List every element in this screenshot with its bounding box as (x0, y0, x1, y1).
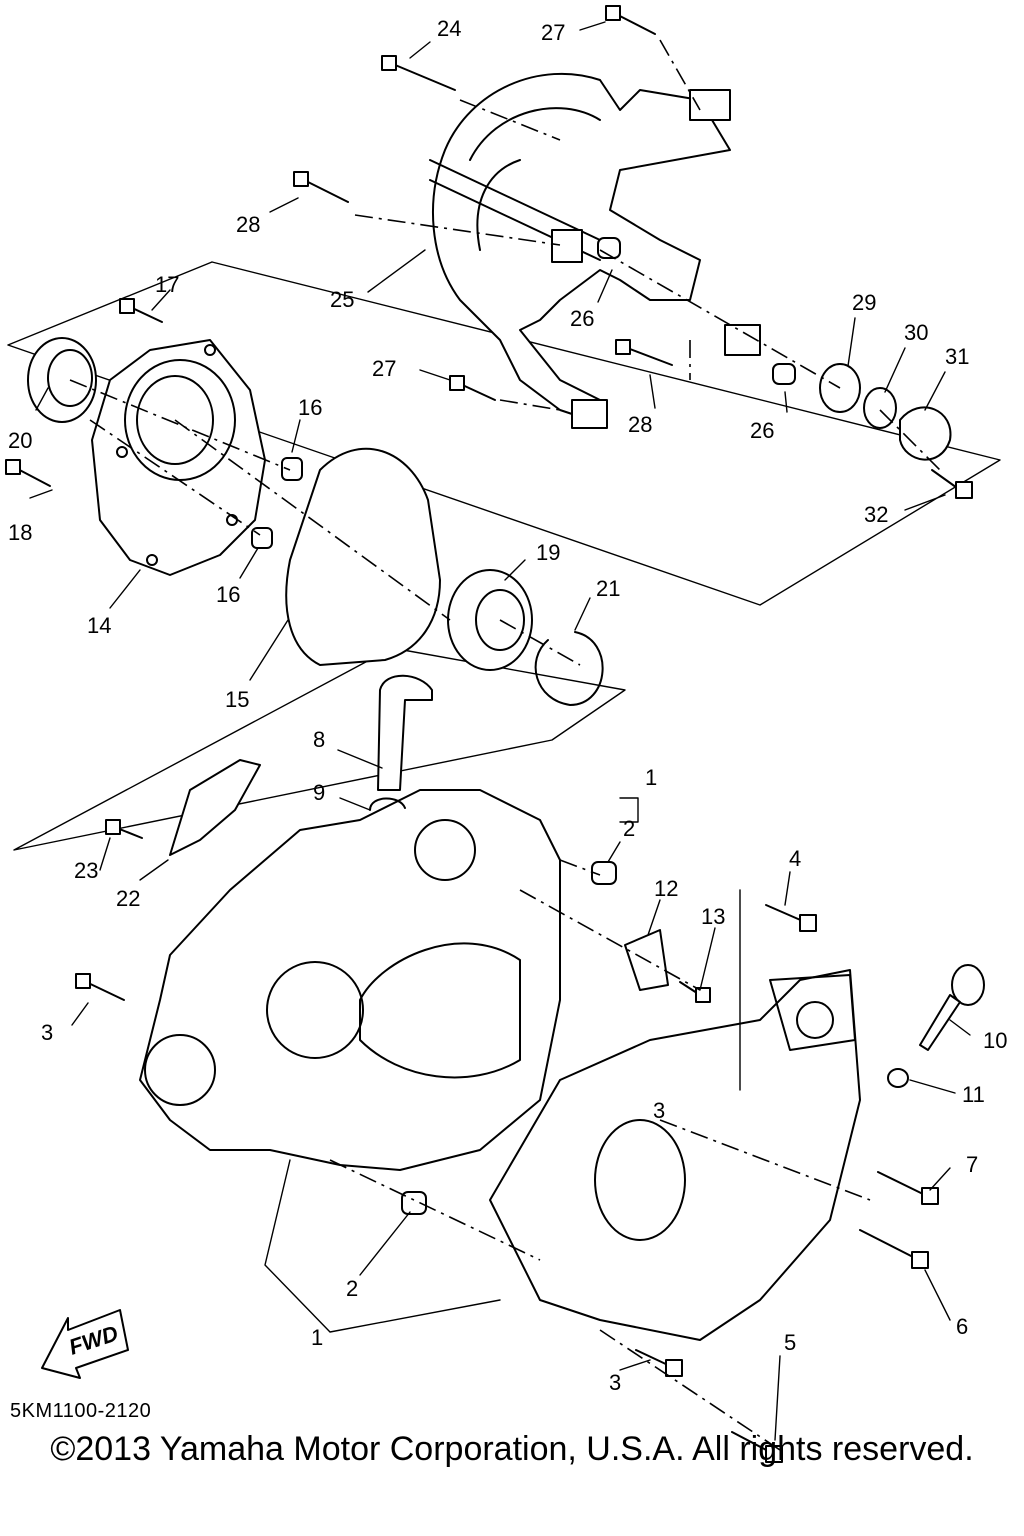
callout-18: 18 (8, 520, 32, 545)
left-crankcase-part (139, 789, 561, 1171)
dowel-26-upper (597, 237, 621, 259)
plate-31-part (899, 406, 952, 461)
callout-21: 21 (596, 576, 620, 601)
callout-2-upper: 2 (623, 816, 635, 841)
callout-2-lower: 2 (346, 1276, 358, 1301)
hose-clip-part (369, 797, 406, 811)
callout-27-upper: 27 (541, 20, 565, 45)
dowel-16-upper (281, 457, 303, 481)
callout-15: 15 (225, 687, 249, 712)
dowel-26-lower (772, 363, 796, 385)
dowel-2-upper (591, 861, 617, 885)
callout-28-lower: 28 (628, 412, 652, 437)
callout-20: 20 (8, 428, 32, 453)
callout-29: 29 (852, 290, 876, 315)
callout-6: 6 (956, 1314, 968, 1339)
callout-3-left: 3 (41, 1020, 53, 1045)
callout-5: 5 (784, 1330, 796, 1355)
callout-27-lower: 27 (372, 356, 396, 381)
callout-31: 31 (945, 344, 969, 369)
callout-10: 10 (983, 1028, 1007, 1053)
alignment-lines (69, 39, 941, 1451)
right-crankcase-part (489, 969, 861, 1341)
breather-hose-part (377, 674, 433, 791)
callout-3-right: 3 (653, 1098, 665, 1123)
callout-13: 13 (701, 904, 725, 929)
oil-seal-part (27, 337, 97, 423)
circlip-part (534, 631, 604, 706)
forward-arrow: FWD (41, 1309, 129, 1379)
callout-17: 17 (155, 272, 179, 297)
callout-9: 9 (313, 780, 325, 805)
leader-lines (29, 21, 971, 1441)
o-ring-part (887, 1068, 909, 1088)
callout-12: 12 (654, 876, 678, 901)
callout-19: 19 (536, 540, 560, 565)
callout-11: 11 (962, 1082, 985, 1107)
callout-3-bottom: 3 (609, 1370, 621, 1395)
dipstick-part (919, 964, 985, 1051)
callout-26-upper: 26 (570, 306, 594, 331)
dowel-2-lower (401, 1191, 427, 1215)
callout-26-lower: 26 (750, 418, 774, 443)
callout-1-upper: 1 (645, 765, 657, 790)
callout-8: 8 (313, 727, 325, 752)
callout-16-upper: 16 (298, 395, 322, 420)
drawing-code: 5KM1100-2120 (10, 1400, 152, 1422)
upper-cover-part (429, 72, 761, 429)
callout-22: 22 (116, 886, 140, 911)
callout-4: 4 (789, 846, 801, 871)
callout-16-lower: 16 (216, 582, 240, 607)
rear-cover-part (91, 339, 266, 576)
callout-32: 32 (864, 502, 888, 527)
copyright-notice: ©2013 Yamaha Motor Corporation, U.S.A. A… (50, 1430, 974, 1468)
callout-labels: 1 2 1 2 3 3 3 4 5 6 7 8 9 10 11 12 13 14… (8, 16, 1007, 1395)
callout-1-lower: 1 (311, 1325, 323, 1350)
callout-24: 24 (437, 16, 461, 41)
callout-23: 23 (74, 858, 98, 883)
callout-28-upper: 28 (236, 212, 260, 237)
callout-30: 30 (904, 320, 928, 345)
callout-25: 25 (330, 287, 354, 312)
bearing-part (447, 569, 533, 671)
callout-14: 14 (87, 613, 111, 638)
bearing-group-outline (13, 647, 626, 851)
plate-22-part (169, 759, 261, 856)
callout-7: 7 (966, 1152, 978, 1177)
bolts (5, 5, 973, 1463)
